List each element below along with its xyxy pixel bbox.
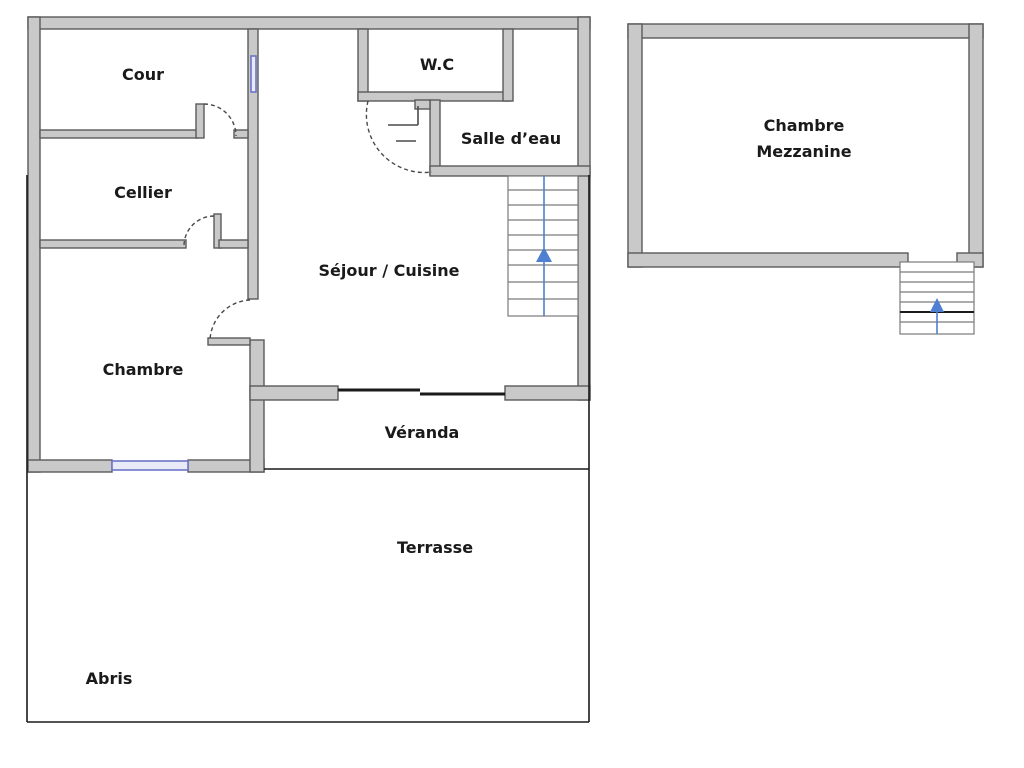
cellier-chambre-wall-b <box>218 239 249 249</box>
room-label-terrasse: Terrasse <box>396 538 474 557</box>
exterior-outlines <box>26 175 590 723</box>
room-label-abris: Abris <box>85 669 133 688</box>
cour-cellier-wall-a <box>39 129 199 139</box>
mezz-wall-left <box>627 23 643 268</box>
sdb-wall-stub <box>414 99 431 110</box>
chambre-window <box>111 460 189 471</box>
sejour-wall-bottom-left <box>249 385 339 401</box>
room-label-veranda: Véranda <box>384 423 460 442</box>
chambre-door-jamb <box>207 337 251 346</box>
stair-up-arrow-icon <box>536 247 552 262</box>
outer-wall-top <box>27 16 591 30</box>
cellier-door-arc <box>183 215 215 247</box>
mezz-wall-right <box>968 23 984 268</box>
room-label-chambre: Chambre <box>102 360 184 379</box>
cellier-door-jamb <box>213 213 222 249</box>
cour-door-jamb <box>195 103 205 139</box>
room-label-sejour: Séjour / Cuisine <box>318 261 460 280</box>
partition-left-sejour <box>247 28 259 300</box>
cellier-chambre-wall-a <box>39 239 187 249</box>
sdb-wall-bottom <box>429 165 591 177</box>
main-stairs-frame <box>507 175 579 317</box>
main-floor-walls <box>27 16 591 473</box>
room-label-cour: Cour <box>121 65 165 84</box>
mezz-wall-top <box>627 23 984 39</box>
wc-wall-right <box>502 28 514 102</box>
wc-door-leaf <box>388 106 419 142</box>
cour-door-arc <box>203 103 237 137</box>
chambre-door-arc <box>209 299 251 341</box>
outer-wall-left <box>27 16 41 473</box>
partition-glass <box>250 55 257 93</box>
sdb-wall-left <box>429 99 441 176</box>
room-label-salle-deau: Salle d’eau <box>460 129 562 148</box>
room-label-wc: W.C <box>419 55 455 74</box>
wc-door-arc <box>365 100 433 174</box>
mezz-wall-bottom-left <box>627 252 909 268</box>
main-floor-doors <box>183 100 433 341</box>
chambre-wall-right-lower <box>249 339 265 473</box>
mezzanine-staircase <box>899 261 975 335</box>
sejour-wall-bottom-right <box>504 385 591 401</box>
chambre-wall-bottom-left <box>27 459 113 473</box>
mezzanine-walls <box>627 23 984 268</box>
room-label-cellier: Cellier <box>114 183 172 202</box>
wc-wall-left <box>357 28 369 102</box>
mezzanine-label-line2: Mezzanine <box>756 142 852 161</box>
mezz-stair-up-arrow-icon <box>930 298 944 312</box>
cour-cellier-wall-b <box>233 129 249 139</box>
mezzanine-label-line1: Chambre <box>763 116 845 135</box>
main-staircase <box>507 175 579 317</box>
room-label-mezzanine: Chambre Mezzanine <box>756 113 851 165</box>
